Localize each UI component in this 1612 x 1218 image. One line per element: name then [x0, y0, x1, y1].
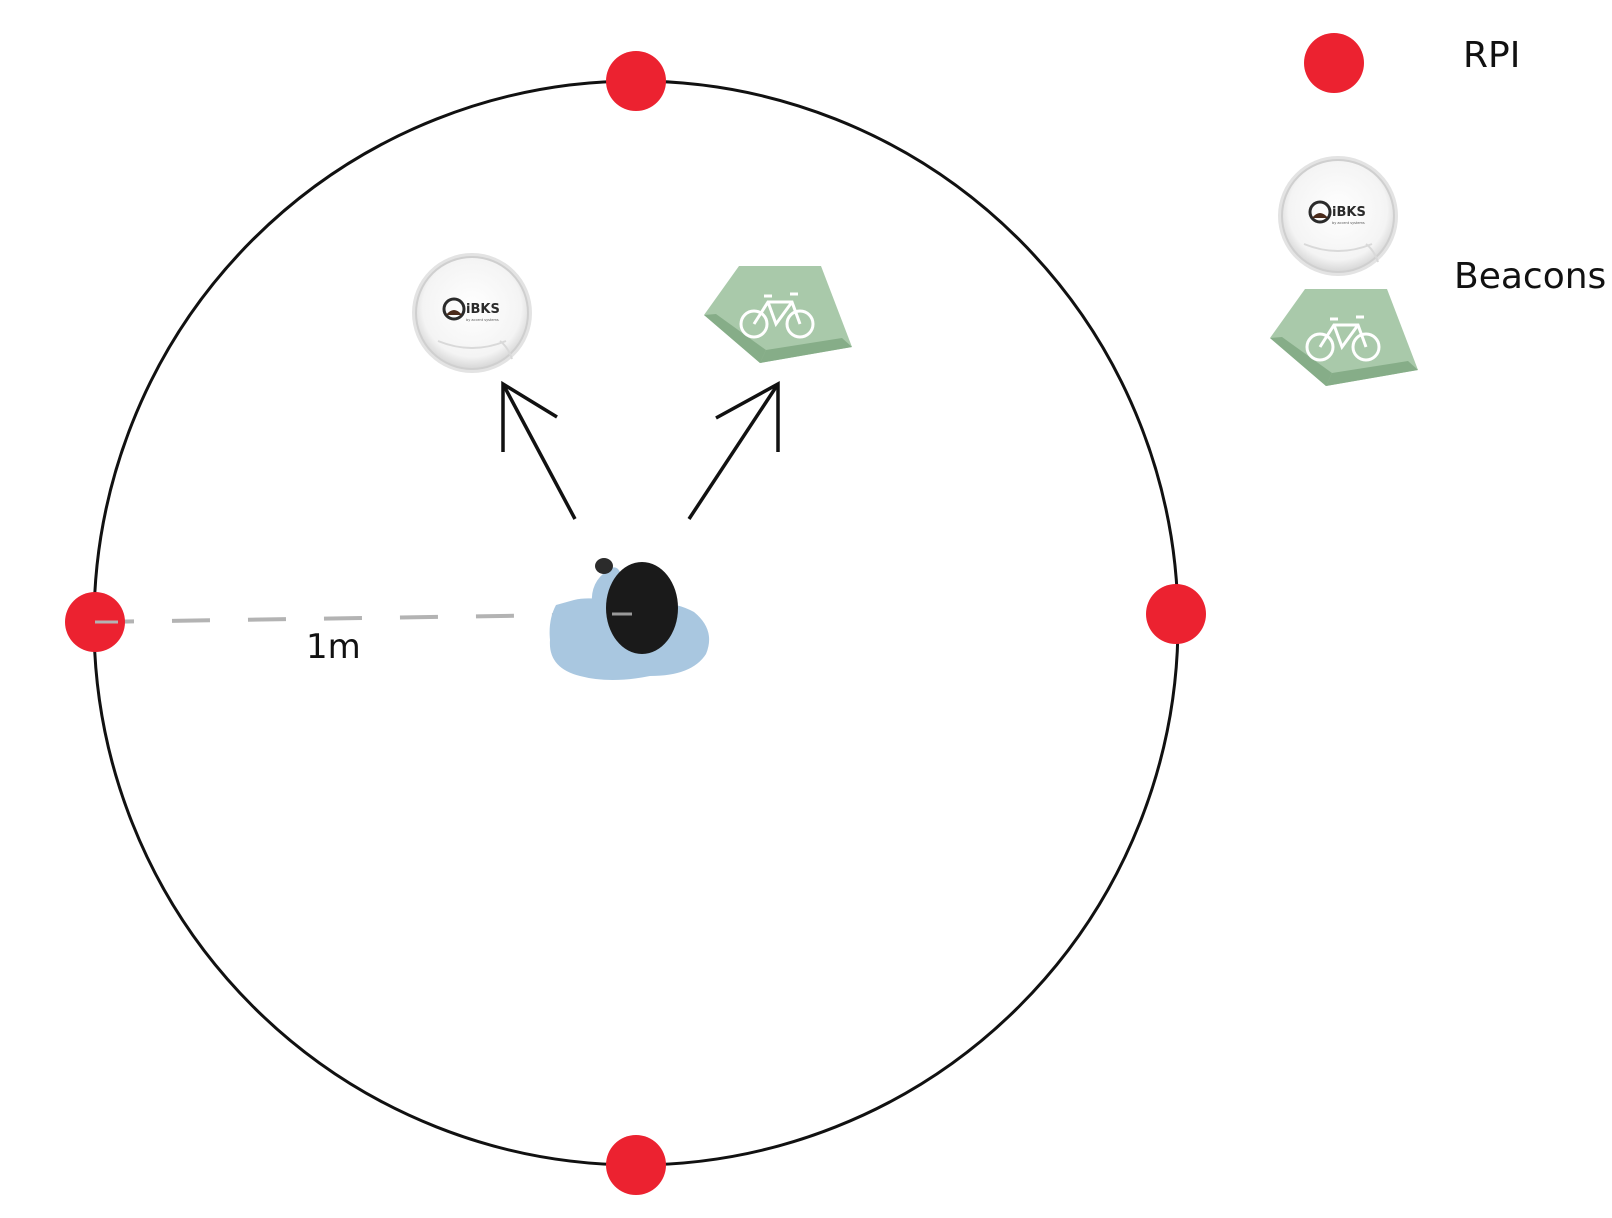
bicycle-icon	[739, 292, 815, 339]
person-hair	[606, 562, 678, 654]
person-left-hand	[595, 558, 613, 574]
legend-ibks-sub-text: by accent systems	[1332, 221, 1365, 225]
arrow-to-bike-beacon	[687, 381, 780, 520]
legend-ibks-logo-icon: iBKS by accent systems	[1308, 200, 1366, 225]
legend: RPI iBKS by accent systems	[1270, 33, 1606, 386]
bike-beacon	[704, 266, 852, 363]
person-left-arm	[591, 567, 620, 604]
legend-ibks-brand-text: iBKS	[1332, 205, 1366, 220]
legend-round-beacon: iBKS by accent systems	[1278, 156, 1398, 276]
legend-bike-beacon	[1270, 289, 1418, 386]
round-beacon: iBKS by accent systems	[412, 253, 532, 373]
arrow-to-round-beacon	[501, 380, 577, 520]
rpi-dot-top	[606, 51, 666, 111]
person-top-view	[549, 558, 710, 680]
ibks-logo-icon: iBKS by accent systems	[442, 297, 500, 322]
ibks-sub-text: by accent systems	[466, 318, 499, 322]
rpi-dot-bottom	[606, 1135, 666, 1195]
legend-bicycle-icon	[1305, 315, 1381, 362]
legend-rpi-label: RPI	[1463, 35, 1520, 76]
legend-beacons-label: Beacons	[1454, 256, 1606, 297]
legend-rpi-dot	[1304, 33, 1364, 93]
distance-label: 1m	[306, 627, 361, 667]
ibks-brand-text: iBKS	[466, 302, 500, 317]
rpi-dot-right	[1146, 584, 1206, 644]
distance-dashed-line	[95, 612, 637, 624]
